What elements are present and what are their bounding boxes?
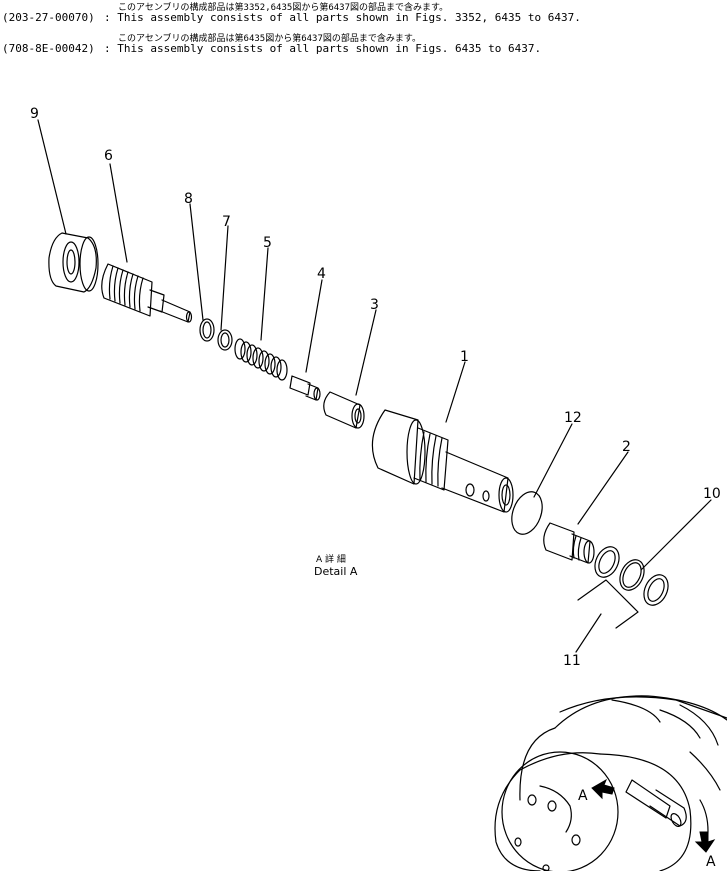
detail-a-motor-view xyxy=(494,695,727,871)
header-jp-line-1: このアセンブリの構成部品は第3352,6435図から第6437図の部品まで含みま… xyxy=(118,3,449,13)
part-11-bracket xyxy=(577,579,639,629)
callout-11: 11 xyxy=(563,653,581,669)
header-en-line-2: : This assembly consists of all parts sh… xyxy=(104,42,542,55)
callout-1: 1 xyxy=(460,349,469,365)
detail-a-caption-jp: A 詳 細 xyxy=(316,553,346,565)
detail-a-arrow-label-2: A xyxy=(706,854,716,870)
callout-3: 3 xyxy=(370,297,379,313)
header-jp-line-2: このアセンブリの構成部品は第6435図から第6437図の部品まで含みます。 xyxy=(118,34,421,44)
callout-4: 4 xyxy=(317,266,326,282)
part-12-o-ring xyxy=(511,491,543,535)
header-part-code-2: (708-8E-00042) xyxy=(2,42,95,55)
part-11-ring-b xyxy=(643,574,669,606)
detail-a-arrow-label-1: A xyxy=(578,788,588,804)
header-part-code-1: (203-27-00070) xyxy=(2,11,95,24)
callout-2: 2 xyxy=(622,439,631,455)
header-en-line-1: : This assembly consists of all parts sh… xyxy=(104,11,581,24)
callout-12: 12 xyxy=(564,410,582,426)
callout-9: 9 xyxy=(30,106,39,122)
part-11-ring-a xyxy=(594,546,620,578)
part-4-piston xyxy=(289,375,321,401)
leader-lines xyxy=(37,119,712,653)
part-3-sleeve xyxy=(323,391,365,429)
part-2-plug xyxy=(543,522,595,564)
callout-6: 6 xyxy=(104,148,113,164)
detail-a-arrow-1-icon xyxy=(591,778,615,800)
part-5-spring xyxy=(234,338,288,381)
part-1-valve-body xyxy=(371,409,514,513)
callout-7: 7 xyxy=(222,214,231,230)
part-7-ring xyxy=(217,329,233,351)
callout-10: 10 xyxy=(703,486,721,502)
detail-a-caption-en: Detail A xyxy=(314,565,358,578)
part-9-nut xyxy=(48,232,99,293)
part-10-ring xyxy=(619,559,645,591)
callout-5: 5 xyxy=(263,235,272,251)
callout-8: 8 xyxy=(184,191,193,207)
part-8-ring xyxy=(199,318,215,342)
detail-a-arrow-2-icon xyxy=(694,831,716,853)
part-6-spool xyxy=(101,263,193,323)
